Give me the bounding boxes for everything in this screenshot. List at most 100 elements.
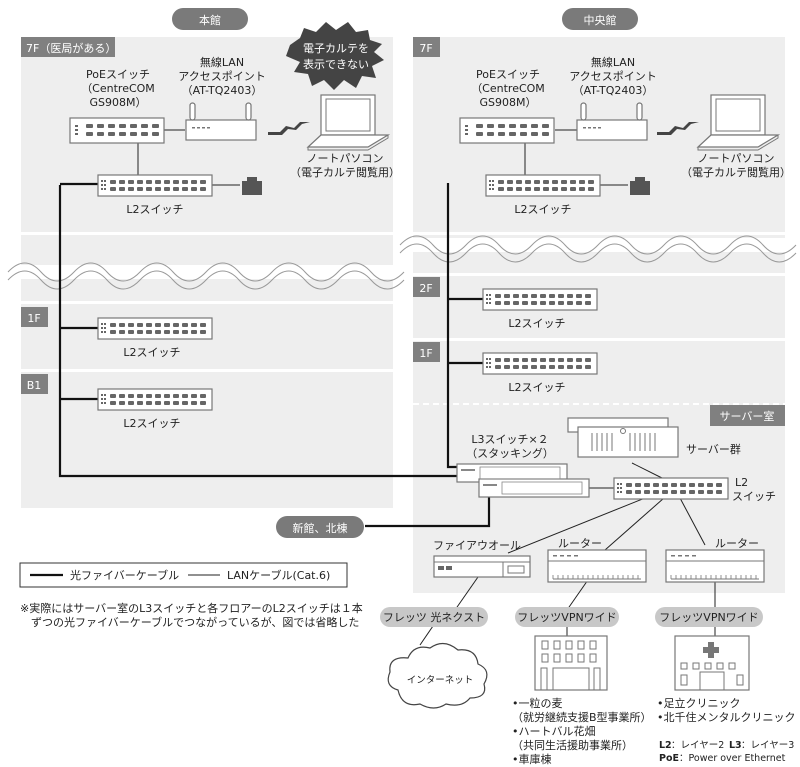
svg-text:L2スイッチ: L2スイッチ [126,203,183,216]
svg-text:フレッツ 光ネクスト: フレッツ 光ネクスト [383,610,485,624]
svg-text:：レイヤー2: ：レイヤー2 [671,740,724,751]
svg-text:PoE: PoE [659,753,679,764]
honkan-title-pill: 本館 [172,8,248,30]
svg-text:L3スイッチ×２: L3スイッチ×２ [471,433,548,446]
svg-text:（AT-TQ2403）: （AT-TQ2403） [573,84,654,97]
fiber-cables [58,182,491,528]
svg-text:（AT-TQ2403）: （AT-TQ2403） [182,84,263,97]
internet-label: インターネット [407,675,474,686]
alert-text-line2: 表示できない [303,57,369,71]
chuokan-7f-l2-switch: L2スイッチ [485,174,601,216]
site-list-1: •一粒の麦 （就労継続支援B型事業所） •ハートバル花畑 （共同生活援助事業所）… [512,696,652,766]
svg-text:L2スイッチ: L2スイッチ [508,381,565,394]
chuokan-poe-switch: PoEスイッチ （CentreCOM GS908M） [459,68,555,144]
svg-text:•北千住メンタルクリニック: •北千住メンタルクリニック [657,710,796,724]
chuokan-title-pill: 中央館 [562,8,638,30]
site-list-2: •足立クリニック •北千住メンタルクリニック [657,696,796,724]
honkan-poe-switch: PoEスイッチ （CentreCOM GS908M） [69,68,165,144]
legend-box: 光ファイバーケーブル LANケーブル(Cat.6) [19,562,348,588]
floor-break-wave-chuokan [399,235,797,263]
svg-text:7F（医局がある）: 7F（医局がある） [26,41,116,55]
svg-text:ルーター: ルーター [558,537,602,550]
honkan-laptop-label: ノートパソコン [307,152,384,165]
svg-text:サーバー群: サーバー群 [686,442,741,456]
footnote-line1: ※実際にはサーバー室のL3スイッチと各フロアーのL2スイッチは１本 [20,601,363,615]
svg-text:（共同生活援助事業所）: （共同生活援助事業所） [512,738,633,752]
chuokan-1f-l2-switch: L2スイッチ [482,352,598,394]
honkan-access-point: 無線LAN アクセスポイント （AT-TQ2403） [178,55,266,141]
server-room-l2-switch: L2 スイッチ [613,476,776,503]
svg-text:アクセスポイント: アクセスポイント [569,70,656,83]
svg-text:PoEスイッチ: PoEスイッチ [476,68,540,81]
floor-tag-honkan-7f: 7F（医局がある） [21,37,116,57]
shinkan-pill: 新館、北棟 [276,516,364,538]
svg-text:L2: L2 [735,476,748,489]
chuokan-access-point: 無線LAN アクセスポイント （AT-TQ2403） [569,55,657,141]
svg-text:（就労継続支援B型事業所）: （就労継続支援B型事業所） [512,710,652,724]
server-room-tag: サーバー室 [710,405,785,426]
svg-text:•車庫棟: •車庫棟 [512,752,552,766]
svg-text:L2スイッチ: L2スイッチ [123,417,180,430]
svg-text:（CentreCOM: （CentreCOM [471,82,545,95]
network-pill-vpn-wide-2: フレッツVPNワイド [655,607,763,627]
floor-break-wave-honkan [7,262,405,290]
honkan-title: 本館 [199,13,221,27]
chuokan-laptop-sublabel: （電子カルテ閲覧用） [681,165,791,179]
svg-text:1F: 1F [27,312,40,325]
svg-text:（CentreCOM: （CentreCOM [81,82,155,95]
floor-tag-chuokan-7f: 7F [413,37,440,57]
svg-text:2F: 2F [419,282,432,295]
router-2: ルーター [665,537,765,583]
firewall: ファイアウオール [433,539,531,578]
svg-text:フレッツVPNワイド: フレッツVPNワイド [517,611,616,624]
svg-text:L2スイッチ: L2スイッチ [123,346,180,359]
network-pill-vpn-wide-1: フレッツVPNワイド [515,607,619,627]
svg-text:新館、北棟: 新館、北棟 [293,521,348,535]
svg-text:無線LAN: 無線LAN [591,55,635,69]
svg-text:：Power over Ethernet: ：Power over Ethernet [679,753,786,764]
svg-text:ルーター: ルーター [715,537,759,550]
floor-tag-honkan-b1: B1 [21,374,48,394]
alert-text-line1: 電子カルテを [303,42,369,55]
svg-text:•ハートバル花畑: •ハートバル花畑 [512,725,596,738]
svg-text:PoEスイッチ: PoEスイッチ [86,68,150,81]
svg-text:L2スイッチ: L2スイッチ [508,317,565,330]
chuokan-2f-l2-switch: L2スイッチ [482,288,598,330]
svg-text:GS908M）: GS908M） [480,96,537,109]
svg-text:無線LAN: 無線LAN [200,55,244,69]
svg-text:7F: 7F [419,42,432,55]
svg-text:L3: L3 [729,740,742,751]
svg-text:フレッツVPNワイド: フレッツVPNワイド [659,611,758,624]
svg-text:1F: 1F [419,347,432,360]
svg-text:サーバー室: サーバー室 [720,409,775,423]
chuokan-laptop-label: ノートパソコン [698,152,775,165]
svg-text:•一粒の麦: •一粒の麦 [512,696,563,710]
honkan-7f-l2-switch: L2スイッチ [97,174,213,216]
clinic-building-icon [674,635,750,691]
svg-text:L2スイッチ: L2スイッチ [514,203,571,216]
network-pill-hikari-next: フレッツ 光ネクスト [380,607,488,627]
honkan-1f-l2-switch: L2スイッチ [97,317,213,359]
router-1: ルーター [547,537,647,583]
svg-text:B1: B1 [27,379,42,392]
server-group: サーバー群 [567,417,741,458]
honkan-b1-l2-switch: L2スイッチ [97,388,213,430]
svg-text:L2: L2 [659,740,672,751]
svg-text:スイッチ: スイッチ [732,490,776,503]
alert-burst: 電子カルテを 表示できない [286,22,384,90]
footnote-line2: ずつの光ファイバーケーブルでつながっているが、図では省略した [31,615,359,629]
legend-lan-label: LANケーブル(Cat.6) [227,568,330,582]
svg-text:ファイアウオール: ファイアウオール [433,539,521,552]
office-building-icon [534,635,608,691]
svg-text:（スタッキング）: （スタッキング） [466,446,554,460]
floor-tag-honkan-1f: 1F [21,307,48,327]
l3-switch-stack: L3スイッチ×２ （スタッキング） [456,433,590,498]
svg-text:•足立クリニック: •足立クリニック [657,696,741,710]
floor-tag-chuokan-1f: 1F [413,342,440,362]
svg-text:：レイヤー3: ：レイヤー3 [741,740,794,751]
chuokan-title: 中央館 [584,13,617,27]
svg-text:アクセスポイント: アクセスポイント [178,70,265,83]
legend-fiber-label: 光ファイバーケーブル [70,568,179,582]
internet-cloud-icon: インターネット [387,642,488,709]
